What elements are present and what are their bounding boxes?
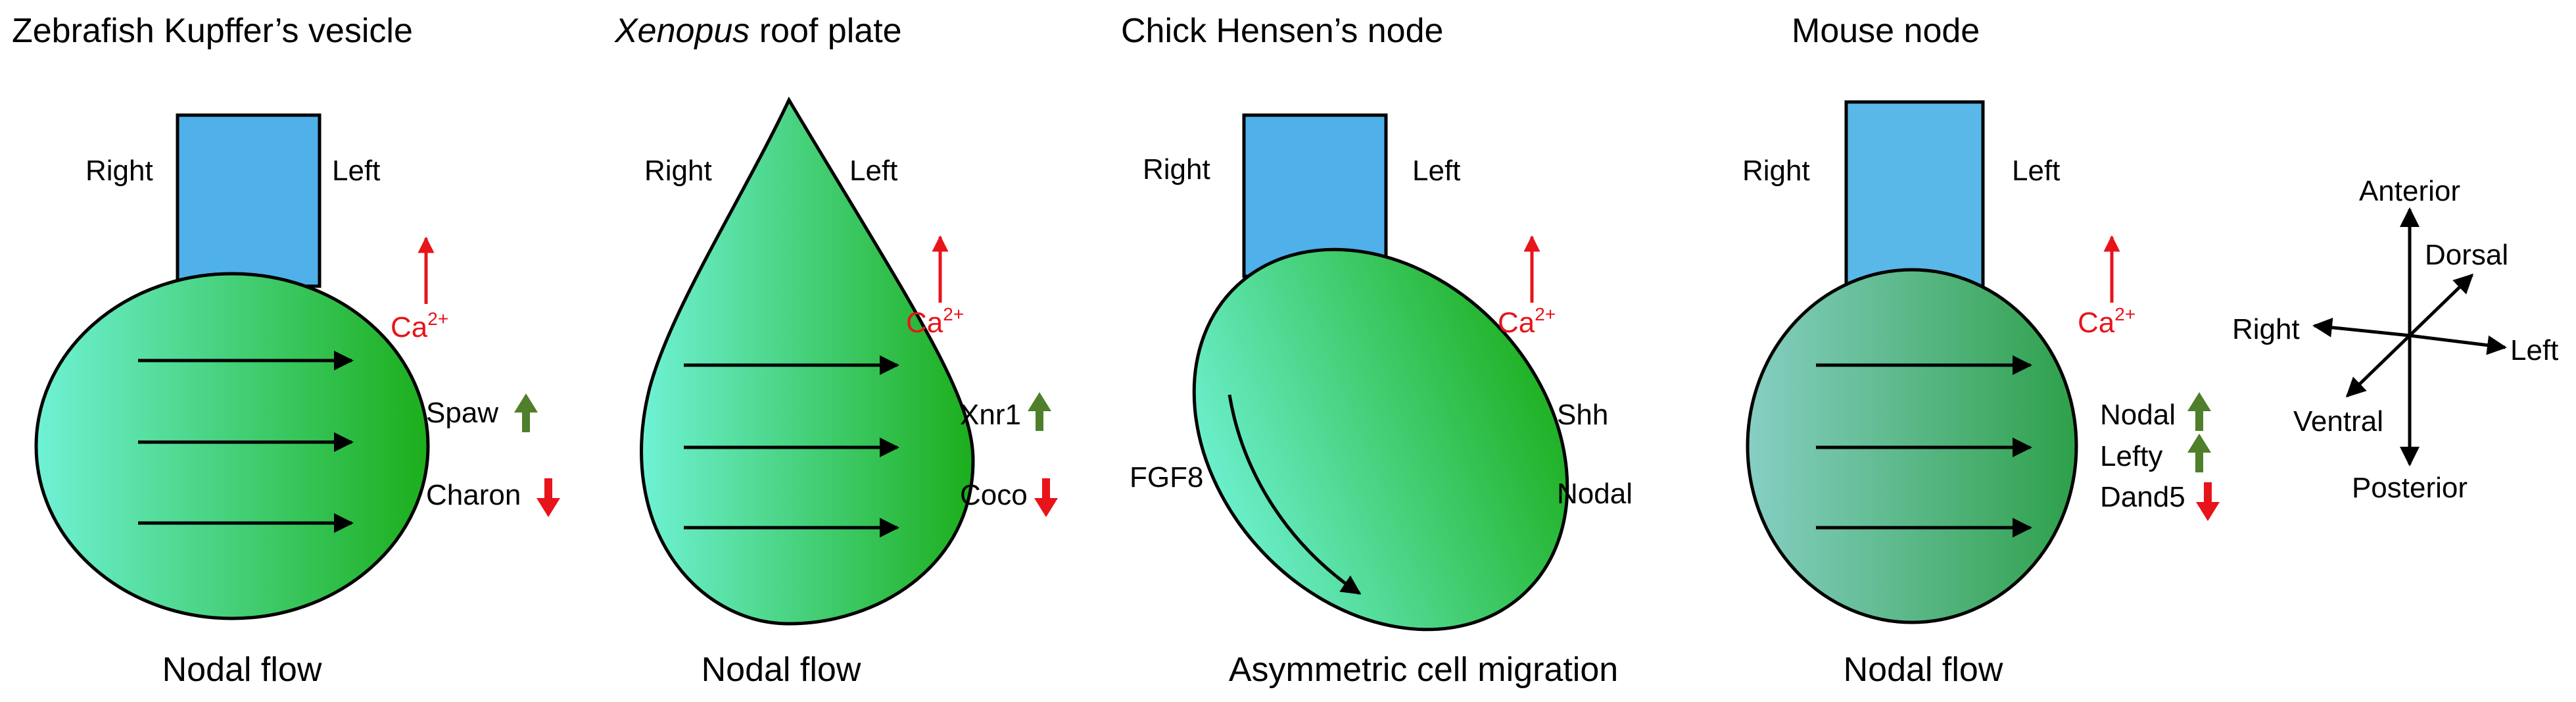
upregulated-arrow-icon <box>1028 392 1051 431</box>
panel-caption: Nodal flow <box>702 651 861 689</box>
anterior-label: Anterior <box>2359 175 2460 207</box>
panel-xenopus: Xenopus roof plate Right Left Ca2+ Xnr1 … <box>614 12 1058 689</box>
right-arrow <box>2312 317 2410 338</box>
left-label: Left <box>2012 155 2060 187</box>
gene-label: Charon <box>426 479 521 511</box>
panel-caption: Nodal flow <box>162 651 322 689</box>
gene-label: Coco <box>960 479 1028 511</box>
gene-label: Shh <box>1557 399 1608 431</box>
panel-mouse: Mouse node Right Left Ca2+ Nodal Lefty D… <box>1742 12 2220 689</box>
dorsal-arrow <box>2408 273 2474 337</box>
panel-zebrafish: Zebrafish Kupffer’s vesicle Right Left C… <box>12 12 560 689</box>
axis-compass: Anterior Posterior Dorsal Ventral Right … <box>2232 175 2558 504</box>
right-label: Right <box>1143 153 1210 186</box>
left-label: Left <box>1412 155 1460 187</box>
left-axis-label: Left <box>2510 334 2558 366</box>
posterior-label: Posterior <box>2352 472 2468 504</box>
blue-stalk <box>1844 100 1985 288</box>
right-axis-label: Right <box>2232 313 2300 345</box>
upregulated-arrow-icon <box>2187 392 2211 431</box>
downregulated-arrow-icon <box>537 478 560 517</box>
roof-plate-teardrop <box>640 96 975 626</box>
left-label: Left <box>332 155 380 187</box>
downregulated-arrow-icon <box>1034 478 1058 517</box>
panel-title: Xenopus roof plate <box>614 12 902 50</box>
panel-chick: Chick Hensen’s node Right Left Ca2+ FGF8… <box>1121 12 1633 689</box>
cell-migration-arrow <box>1228 394 1362 595</box>
panel-title: Zebrafish Kupffer’s vesicle <box>12 12 413 50</box>
dorsal-label: Dorsal <box>2425 239 2508 271</box>
vesicle-ellipse <box>34 272 430 620</box>
calcium-label: Ca2+ <box>1498 304 1556 339</box>
gene-label: Dand5 <box>2100 481 2185 513</box>
gene-label: Xnr1 <box>960 399 1021 431</box>
right-label: Right <box>644 155 712 187</box>
left-label: Left <box>849 155 897 187</box>
upregulated-arrow-icon <box>514 393 538 432</box>
upregulated-arrow-icon <box>2187 434 2211 472</box>
panel-caption: Nodal flow <box>1844 651 2003 689</box>
panel-title: Chick Hensen’s node <box>1121 12 1443 50</box>
ventral-label: Ventral <box>2293 405 2383 438</box>
gene-label: Spaw <box>426 397 498 429</box>
calcium-label: Ca2+ <box>2078 304 2135 339</box>
panel-caption: Asymmetric cell migration <box>1229 651 1618 689</box>
side-gene-label: FGF8 <box>1130 461 1203 493</box>
blue-stalk <box>176 113 322 288</box>
calcium-label: Ca2+ <box>906 304 964 339</box>
gene-label: Nodal <box>1557 478 1633 510</box>
right-label: Right <box>1742 155 1810 187</box>
hensens-node-ellipse <box>1192 247 1569 632</box>
panel-title: Mouse node <box>1792 12 1980 50</box>
gene-label: Nodal <box>2100 399 2176 431</box>
right-label: Right <box>85 155 153 187</box>
downregulated-arrow-icon <box>2196 482 2220 521</box>
calcium-label: Ca2+ <box>391 309 448 343</box>
left-arrow <box>2409 334 2507 355</box>
gene-label: Lefty <box>2100 440 2162 472</box>
ventral-arrow <box>2345 334 2411 398</box>
